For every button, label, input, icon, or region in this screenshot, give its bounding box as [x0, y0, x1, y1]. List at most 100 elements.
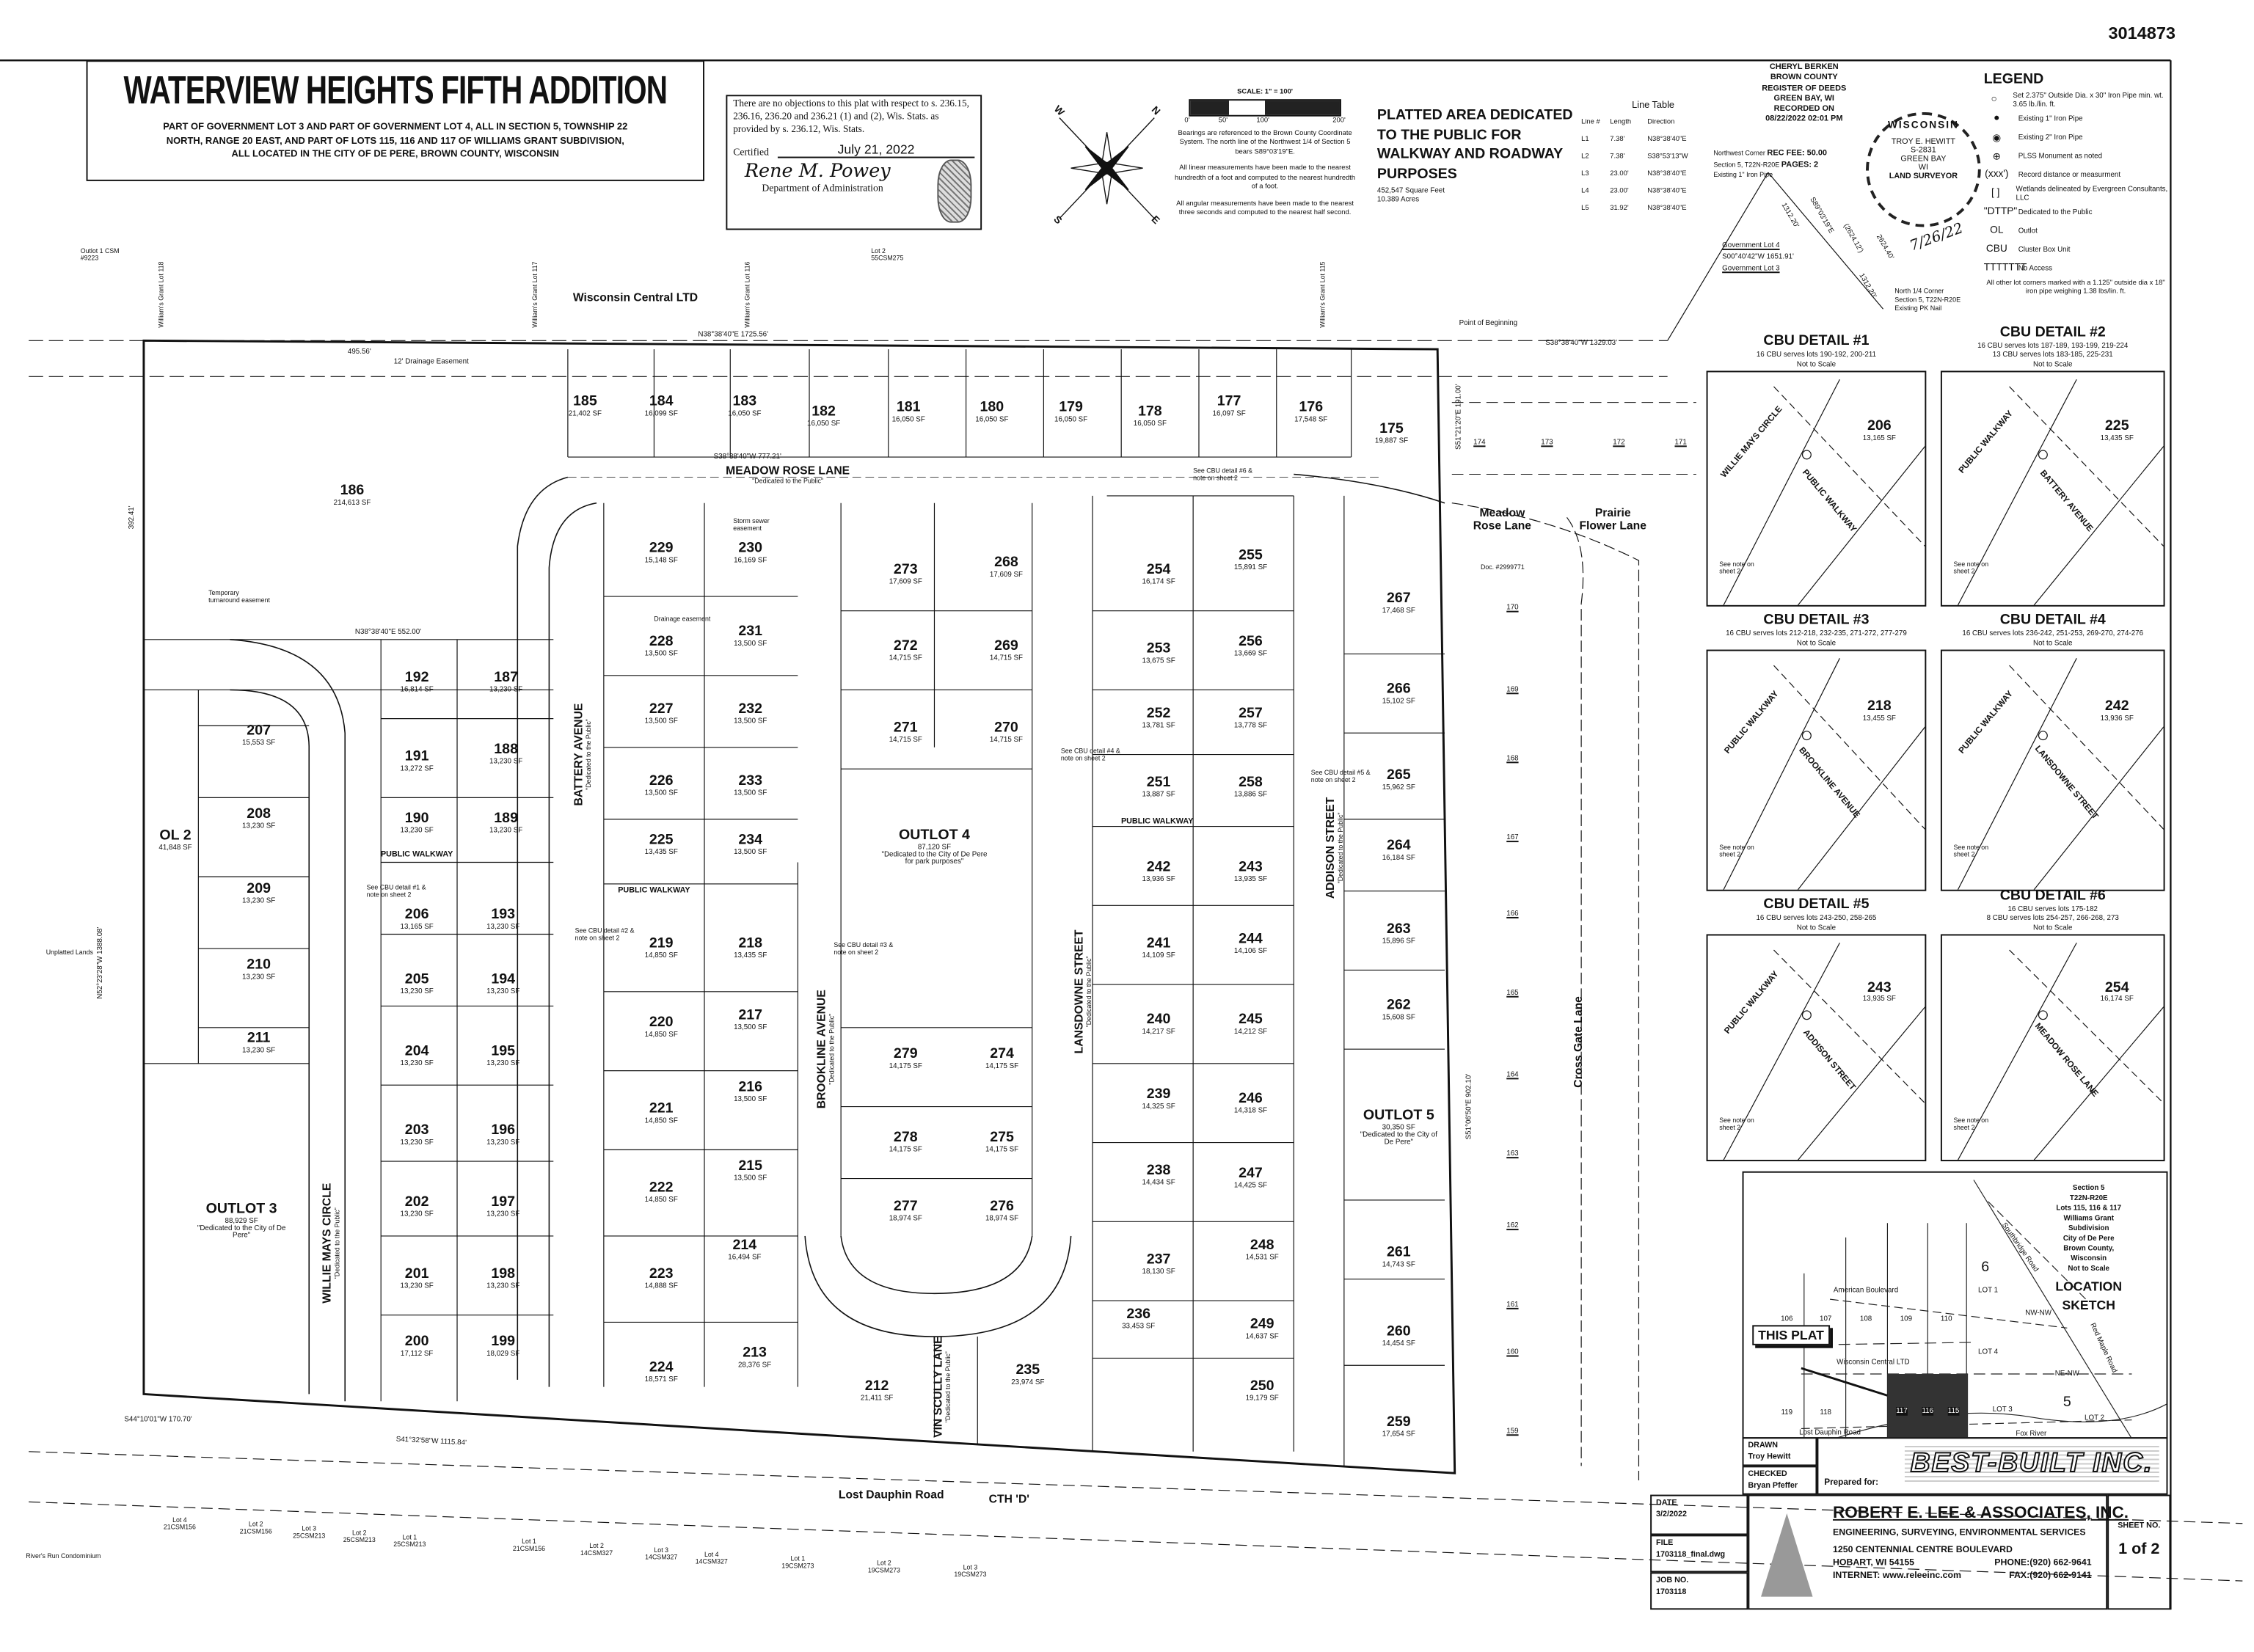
adjacent-lot: Lot 3 25CSM213: [293, 1524, 326, 1540]
certification-text: There are no objections to this plat wit…: [733, 99, 969, 135]
legend: LEGEND ○Set 2.375" Outside Dia. x 30" Ir…: [1984, 72, 2168, 299]
battery-east-edge: [548, 502, 597, 1387]
lot-number: 201: [404, 1266, 429, 1282]
legend-item: ⊕PLSS Monument as noted: [1984, 147, 2168, 165]
cbu-detail-subtitle: 16 CBU serves lots 236-242, 251-253, 269…: [1962, 629, 2144, 638]
north-arrow-icon: W N S E: [1042, 103, 1171, 233]
lot-number: 196: [491, 1122, 516, 1139]
firm-fax: FAX:(920) 662-9141: [2009, 1570, 2092, 1581]
lot-area: 18,974 SF: [889, 1213, 922, 1223]
lot-area: 13,935 SF: [1233, 874, 1268, 884]
lot-area: 13,500 SF: [734, 847, 767, 856]
lot-number: 249: [1250, 1316, 1274, 1333]
firm-name: ROBERT E. LEE & ASSOCIATES, INC.: [1832, 1505, 2129, 1522]
outlot-area: 88,929 SF: [225, 1216, 258, 1225]
lot-number: 188: [494, 742, 518, 758]
nw-corner-line: Northwest Corner: [1713, 149, 1765, 157]
cbu-note: See note on sheet 2: [1953, 560, 1989, 576]
lot-number: 217: [738, 1007, 763, 1024]
adjacent-lot: Lot 2 19CSM273: [867, 1559, 900, 1574]
lot-area: 14,175 SF: [889, 1144, 922, 1154]
adjacent-lot-number: 173: [1541, 438, 1553, 447]
lot-number: 191: [404, 748, 429, 765]
lot-area: 16,050 SF: [1133, 419, 1167, 428]
williams-grant-lot: William's Grant Lot 115: [1319, 261, 1327, 328]
scale-tick: 0': [1184, 118, 1190, 126]
lot-area: 13,230 SF: [242, 821, 276, 830]
surveyor-seal: WISCONSIN TROY E. HEWITT S-2831 GREEN BA…: [1866, 112, 1981, 227]
legend-item: "DTTP"Dedicated to the Public: [1984, 202, 2168, 221]
lot-number: 214: [732, 1238, 757, 1254]
location-label: 118: [1820, 1408, 1832, 1417]
street-label: WILLIE MAYS CIRCLE"Dedicated to the Publ…: [321, 1183, 340, 1304]
file-label: FILE: [1655, 1539, 1674, 1549]
line-id: L5: [1581, 205, 1589, 213]
legend-item: [ ]Wetlands delineated by Evergreen Cons…: [1984, 184, 2168, 202]
lot-area: 13,887 SF: [1142, 789, 1175, 799]
lot-number: 190: [404, 811, 429, 827]
lot-area: 14,850 SF: [644, 1030, 678, 1039]
legend-symbol-icon: (xxx'): [1985, 169, 2009, 180]
point-of-beginning-label: Point of Beginning: [1459, 318, 1518, 328]
drawn-label: DRAWN: [1748, 1441, 1779, 1450]
lot-number: 264: [1386, 838, 1411, 855]
gov-lot3-label: Government Lot 3: [1722, 264, 1780, 274]
this-plat-label: THIS PLAT: [1752, 1325, 1830, 1345]
legend-item: ● Existing 1" Iron Pipe: [1984, 109, 2168, 128]
easement-note: See CBU detail #1 & note on sheet 2: [366, 883, 426, 899]
lot-number: 193: [491, 907, 516, 924]
public-walkway-label: PUBLIC WALKWAY: [618, 886, 690, 896]
lot-number: 221: [649, 1100, 674, 1117]
lot-number: 212: [864, 1378, 889, 1395]
lot-number: 234: [738, 832, 763, 849]
lot-area: 13,230 SF: [486, 987, 520, 995]
certified-label: Certified: [733, 147, 769, 159]
lot-area: 13,230 SF: [400, 825, 434, 835]
firm-website[interactable]: INTERNET: www.releeinc.com: [1832, 1570, 1962, 1581]
checked-label: CHECKED: [1748, 1470, 1787, 1480]
lot-number: 205: [404, 971, 429, 988]
lot-number: 178: [1137, 403, 1162, 420]
tie-line: [1768, 172, 1884, 310]
legend-item: ○Set 2.375" Outside Dia. x 30" Iron Pipe…: [1984, 90, 2168, 109]
line-direction: N38°38'40"E: [1647, 205, 1687, 213]
lot-number: 253: [1146, 641, 1171, 657]
street-dedication: "Dedicated to the Public": [333, 1207, 341, 1279]
legend-text: Existing 1" Iron Pipe: [2018, 114, 2083, 123]
legend-symbol-icon: ●: [1994, 113, 2000, 124]
easement-note: See CBU detail #4 & note on sheet 2: [1060, 747, 1120, 762]
nw-corner-note: Northwest Corner REC FEE: 50.00 Section …: [1713, 150, 1827, 180]
lot-number: 215: [738, 1158, 763, 1174]
lot-number: 197: [491, 1194, 516, 1210]
scale-tick: 100': [1256, 118, 1269, 126]
checked-by: Bryan Pfeffer: [1748, 1481, 1798, 1491]
firm-address: 1250 CENTENNIAL CENTRE BOULEVARD: [1832, 1544, 2013, 1555]
street-name: BROOKLINE AVENUE: [814, 990, 828, 1109]
cbu-detail-subtitle: 16 CBU serves lots 212-218, 232-235, 271…: [1726, 629, 1907, 638]
line-length: 7.38': [1610, 136, 1625, 144]
lot-number: 274: [990, 1046, 1014, 1063]
lot-area: 15,891 SF: [1233, 563, 1268, 572]
bearing-label: N38°38'40"E 1725.56': [698, 330, 768, 340]
